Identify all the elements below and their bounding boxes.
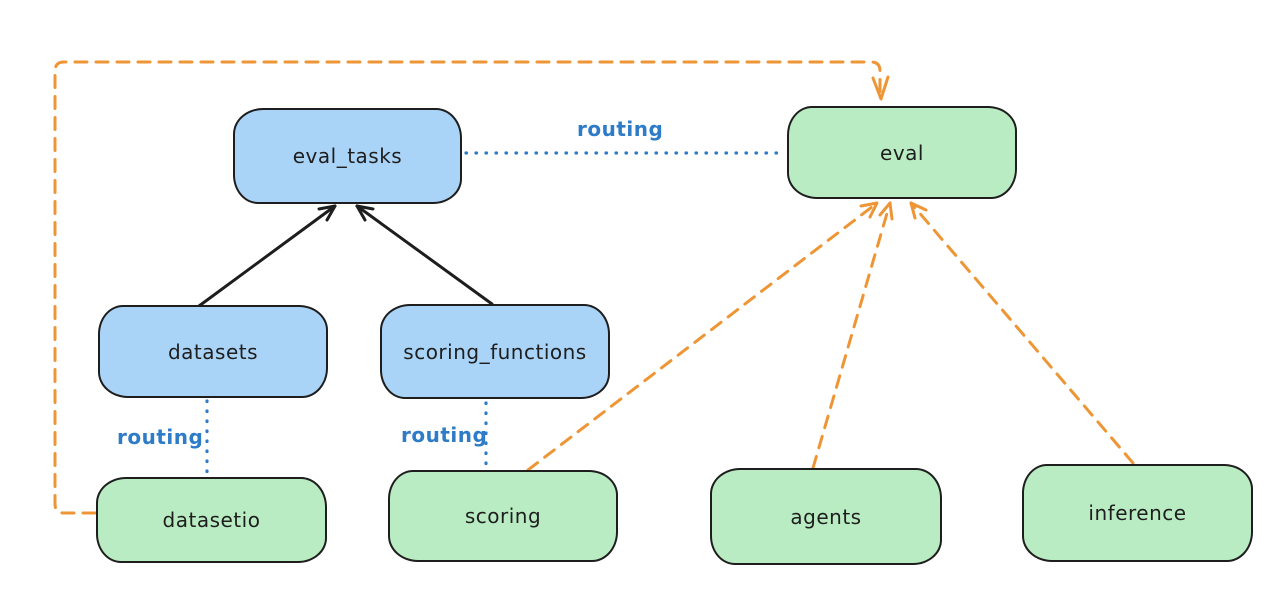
- node-eval-label: eval: [880, 140, 924, 165]
- provider-arrow-agents-to-eval: [811, 201, 894, 470]
- provider-arrow-datasetio-to-eval: [53, 60, 890, 515]
- node-agents-label: agents: [790, 504, 862, 529]
- node-eval-tasks-label: eval_tasks: [292, 144, 403, 168]
- node-eval-tasks: eval_tasks: [233, 108, 462, 204]
- routing-label-scoring-functions-scoring: routing: [401, 423, 488, 447]
- node-inference-label: inference: [1088, 501, 1187, 525]
- node-datasets-label: datasets: [167, 339, 259, 364]
- node-scoring-functions: scoring_functions: [380, 304, 610, 399]
- provider-arrow-inference-to-eval: [909, 201, 1135, 465]
- arrow-scoring-functions-to-eval-tasks: [355, 204, 494, 306]
- routing-label-datasets-datasetio: routing: [117, 425, 204, 449]
- node-datasetio: datasetio: [96, 477, 327, 563]
- node-datasets: datasets: [98, 305, 328, 398]
- node-scoring-functions-label: scoring_functions: [403, 339, 587, 364]
- node-eval: eval: [787, 106, 1017, 199]
- provider-arrow-scoring-to-eval: [526, 201, 879, 472]
- arrow-datasets-to-eval-tasks: [197, 204, 337, 308]
- node-inference: inference: [1022, 464, 1253, 562]
- node-scoring-label: scoring: [464, 504, 542, 528]
- node-agents: agents: [710, 468, 942, 565]
- node-scoring: scoring: [388, 470, 618, 562]
- node-datasetio-label: datasetio: [162, 508, 261, 532]
- routing-label-eval-tasks-eval: routing: [577, 117, 664, 141]
